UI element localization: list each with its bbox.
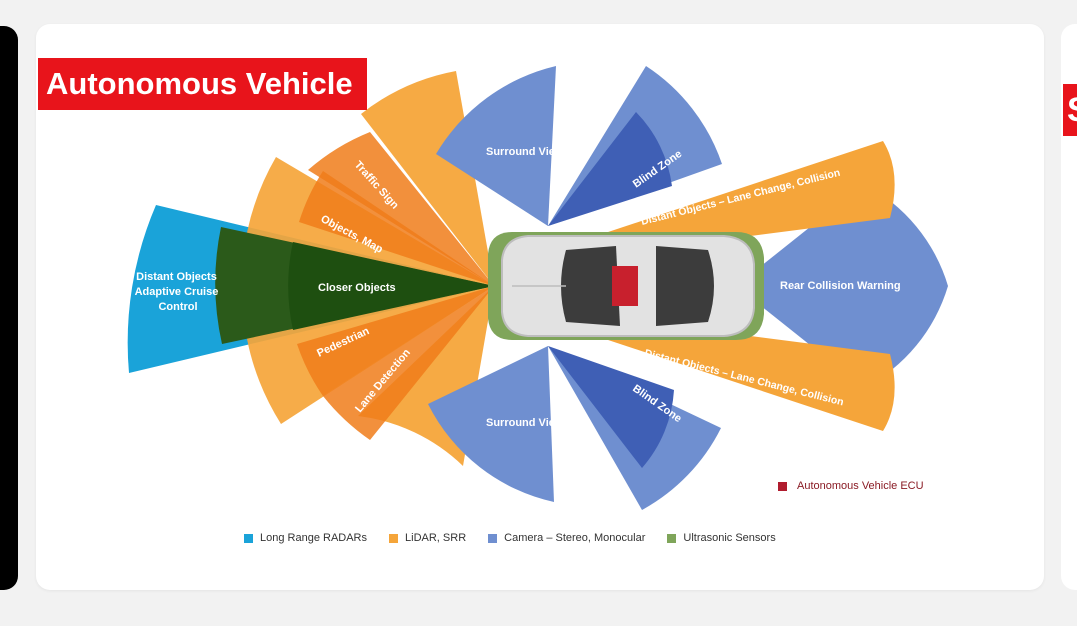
legend-swatch	[667, 533, 677, 543]
legend-item-lidar: LiDAR, SRR	[389, 532, 466, 544]
label-long-range: Distant Objects Adaptive Cruise Control	[135, 271, 222, 313]
camera-surround-top	[436, 66, 556, 226]
legend-swatch	[244, 533, 253, 543]
lidar-overlap-upper	[308, 132, 494, 286]
camera-overlap-bottom	[548, 346, 674, 468]
legend-item-ultrasonic: Ultrasonic Sensors	[667, 532, 776, 544]
camera-surround-bottom	[428, 346, 554, 502]
closer-objects-sector-core	[288, 242, 494, 330]
camera-overlap-top	[548, 112, 672, 226]
car	[488, 232, 764, 340]
lidar-beam-top-right	[596, 141, 895, 256]
legend-item-radar: Long Range RADARs	[244, 532, 367, 544]
label-surround-view-top: Surround View	[486, 146, 564, 158]
legend: Long Range RADARs LiDAR, SRR Camera – St…	[244, 532, 776, 544]
lidar-beam-bottom-right	[596, 316, 895, 431]
label-rear-collision: Rear Collision Warning	[780, 280, 901, 292]
legend-label: Camera – Stereo, Monocular	[504, 532, 646, 544]
diagram-title: Autonomous Vehicle	[38, 58, 367, 110]
ecu-legend: Autonomous Vehicle ECU	[778, 480, 924, 492]
next-card-title: S	[1063, 84, 1077, 136]
legend-swatch	[389, 533, 399, 543]
label-closer-objects: Closer Objects	[318, 282, 396, 294]
sensor-diagram: Distant Objects Adaptive Cruise Control …	[127, 66, 948, 510]
label-surround-view-bottom: Surround View	[486, 417, 564, 429]
previous-card-edge[interactable]	[0, 26, 18, 590]
camera-rear	[736, 184, 948, 388]
legend-item-camera: Camera – Stereo, Monocular	[488, 532, 645, 544]
legend-label: LiDAR, SRR	[405, 532, 467, 544]
lidar-overlap-lower	[297, 286, 494, 396]
legend-label: Ultrasonic Sensors	[683, 532, 776, 544]
ecu-swatch	[778, 481, 787, 491]
next-card-edge[interactable]: S	[1061, 24, 1077, 590]
legend-swatch	[488, 533, 498, 543]
diagram-card[interactable]: Distant Objects Adaptive Cruise Control …	[36, 24, 1044, 590]
legend-label: Long Range RADARs	[260, 532, 368, 544]
ecu-label: Autonomous Vehicle ECU	[797, 480, 924, 492]
lidar-overlap-upper-2	[299, 171, 494, 286]
lidar-overlap-lower-2	[323, 286, 494, 440]
